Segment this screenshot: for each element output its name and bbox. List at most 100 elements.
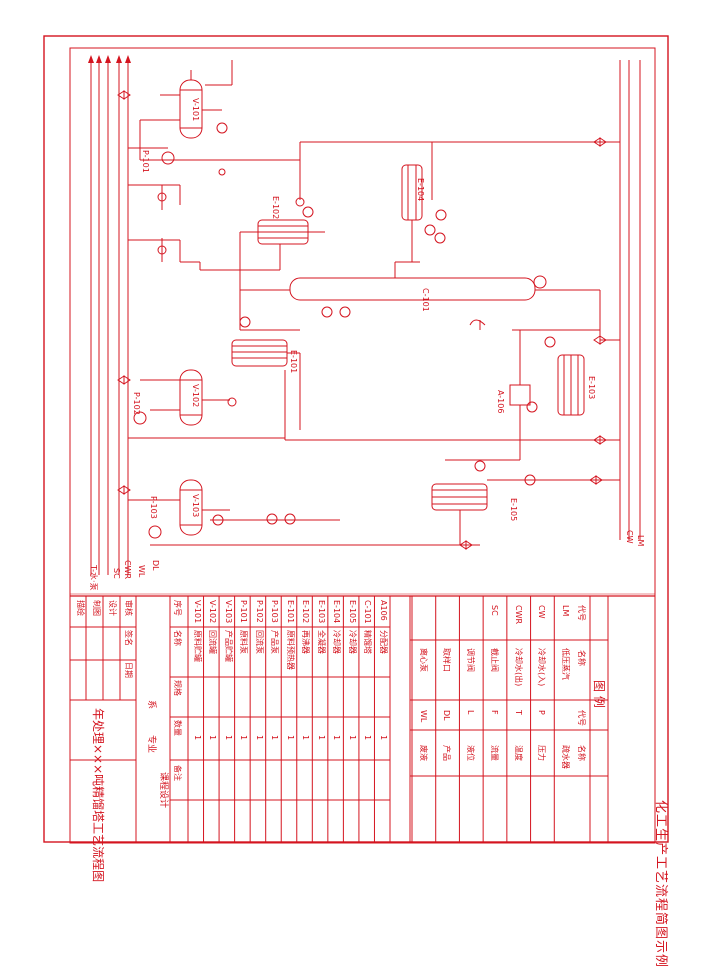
equipment-tag: E-102: [271, 196, 280, 220]
legend-code: DL: [442, 710, 452, 721]
c101-column: [240, 261, 601, 340]
equipment-code: P-101: [239, 600, 249, 623]
p101-pump: [128, 147, 226, 176]
equipment-code: E-104: [332, 600, 342, 624]
legend-code: P: [537, 710, 547, 715]
equipment-code: P-102: [254, 600, 264, 623]
equipment-name: 再沸器: [301, 630, 311, 654]
sign-block-grid: [69, 595, 137, 843]
v103-tank: [128, 479, 480, 546]
equipment-list-grid: [136, 595, 391, 843]
stream-label: DL: [151, 560, 160, 571]
equipment-tag: V-102: [191, 384, 200, 408]
equipment-name: 冷却器: [332, 630, 342, 654]
equipment-tag: P-103: [149, 496, 158, 519]
equipment-header-cell: 数量: [173, 720, 182, 736]
sign-col-header: 签名: [124, 630, 133, 646]
equipment-qty: 1: [254, 735, 264, 741]
legend-name: 废液: [418, 745, 428, 761]
equipment-name: 精馏塔: [363, 630, 373, 654]
equipment-qty: 1: [332, 735, 342, 741]
equipment-qty: 1: [192, 735, 202, 741]
equipment-qty: 1: [301, 735, 311, 741]
legend-code: LM: [561, 605, 570, 617]
equipment-qty: 1: [270, 735, 280, 741]
course-label: 课程设计: [158, 772, 168, 809]
equipment-name: 原料泵: [239, 630, 249, 654]
sign-row-label: 设计: [108, 600, 117, 616]
equipment-header-cell: 序号: [173, 600, 182, 616]
legend-grid: [409, 595, 609, 843]
equipment-name: 产品泵: [270, 630, 280, 654]
stream-label: LM: [636, 535, 645, 547]
equipment-code: V-103: [223, 600, 233, 624]
stream-label: CWR: [123, 560, 132, 580]
equipment-tag: C-101: [421, 288, 430, 312]
equipment-name: 分配器: [379, 630, 388, 654]
e103-condenser-top: [299, 141, 600, 262]
equipment-tag: P-102: [132, 392, 141, 415]
equipment-name: 原料预热器: [285, 630, 295, 670]
legend-name: 低压蒸汽: [561, 648, 570, 680]
legend-header-cell: 名称: [577, 745, 586, 761]
equipment-tag: E-105: [509, 498, 518, 522]
legend-name: 截止阀: [489, 648, 499, 672]
equipment-tag: E-101: [289, 350, 298, 374]
legend-title: 图 例: [592, 680, 606, 708]
equipment-tag: E-103: [587, 376, 596, 400]
equipment-code: E-102: [301, 600, 311, 624]
process-lines: [128, 141, 620, 460]
sign-row-label: 审核: [124, 600, 133, 616]
legend-header-cell: 代号: [577, 710, 586, 726]
equipment-header-cell: 规格: [173, 680, 182, 696]
legend-code: CW: [537, 605, 547, 619]
legend-name: 温度: [513, 745, 523, 761]
equipment-qty: 1: [208, 735, 218, 741]
equipment-tag: A-106: [496, 390, 505, 414]
date-col-header: 日期: [124, 662, 133, 678]
equipment-code: E-101: [285, 600, 295, 624]
equipment-header-cell: 备注: [173, 765, 182, 781]
sign-row-label: 制图: [92, 600, 101, 616]
legend-code: T: [513, 710, 523, 715]
equipment-name: 回流泵: [254, 630, 264, 654]
equipment-qty: 1: [363, 735, 373, 741]
legend-name: 疏水器: [561, 745, 570, 769]
equipment-name: 全凝器: [316, 630, 326, 654]
equipment-code: E-105: [347, 600, 357, 624]
stream-label: WL: [137, 565, 146, 578]
equipment-tag: E-104: [416, 178, 425, 202]
equipment-qty: 1: [316, 735, 326, 741]
e103-bottom-exchanger: [469, 319, 600, 416]
legend-name: 产品: [442, 745, 452, 761]
legend-code: SC: [489, 605, 499, 616]
steam-control-valves: [128, 184, 201, 270]
legend-name: 冷却水(出): [513, 648, 523, 687]
stream-label: T-水·泵: [89, 565, 98, 591]
equipment-qty: 1: [347, 735, 357, 741]
legend-code: CWR: [513, 605, 523, 625]
legend-code: F: [489, 710, 499, 715]
equipment-tag: V-103: [191, 494, 200, 518]
equipment-name: 冷却器: [347, 630, 357, 654]
dept-label: 系: [146, 700, 156, 710]
equipment-header-cell: 名称: [173, 630, 182, 646]
legend-code: L: [466, 710, 476, 715]
equipment-code: V-102: [208, 600, 218, 624]
equipment-qty: 1: [285, 735, 295, 741]
legend-name: 冷却水(入): [537, 648, 547, 687]
equipment-name: 产品贮罐: [223, 630, 233, 662]
equipment-tag: V-101: [191, 98, 200, 122]
legend-header-cell: 名称: [577, 650, 586, 666]
equipment-code: A106: [379, 600, 388, 621]
equipment-code: V-101: [192, 600, 202, 624]
e105-cooler: [431, 459, 620, 545]
equipment-code: P-103: [270, 600, 280, 623]
legend-name: 液位: [466, 745, 476, 761]
legend-name: 流量: [489, 745, 499, 761]
sign-row-label: 描绘: [76, 600, 85, 616]
legend-code: WL: [418, 710, 428, 723]
equipment-qty: 1: [239, 735, 249, 741]
outer-border: [43, 35, 669, 843]
legend-name: 离心泵: [418, 648, 428, 672]
